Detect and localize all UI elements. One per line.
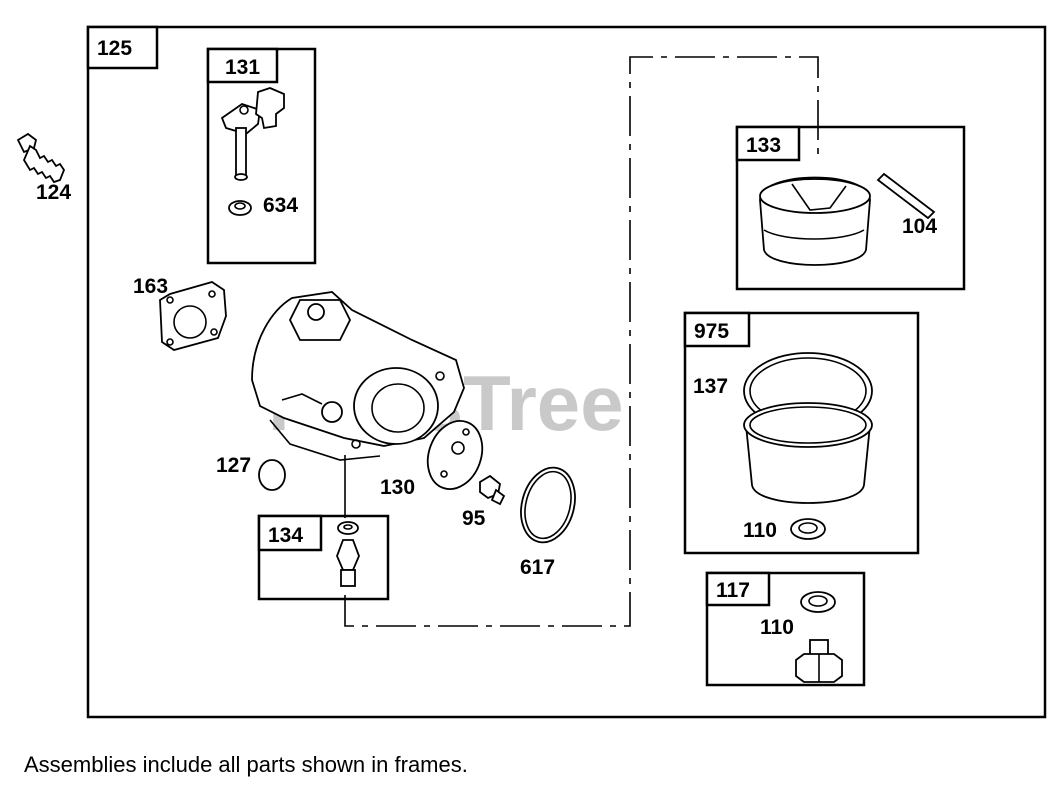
bowl-nut-part	[795, 639, 843, 683]
needle-valve-part	[336, 521, 360, 587]
assembly-frame-125[interactable]: 125	[86, 25, 1047, 719]
callout-110-b: 110	[760, 616, 794, 639]
carburetor-body[interactable]	[251, 291, 465, 461]
float-part	[220, 87, 285, 181]
part-130-plate[interactable]: 130	[380, 413, 491, 499]
frame-label-125: 125	[97, 37, 132, 60]
callout-104: 104	[902, 215, 937, 238]
footer-note: Assemblies include all parts shown in fr…	[24, 752, 468, 777]
callout-617: 617	[520, 556, 555, 579]
bowl-part	[743, 402, 873, 504]
callout-163: 163	[133, 275, 168, 298]
float-bowl-part	[759, 176, 871, 266]
callout-95: 95	[462, 507, 486, 530]
part-127-plug[interactable]: 127	[216, 454, 286, 491]
assembly-frame-117[interactable]: 117 110	[705, 571, 866, 687]
connector-lines	[344, 56, 819, 627]
assembly-frame-131[interactable]: 131 634	[206, 47, 317, 265]
callout-124: 124	[36, 181, 71, 204]
part-634-washer[interactable]	[228, 200, 252, 216]
frame-label-134: 134	[268, 524, 303, 547]
assembly-frame-133[interactable]: 133 104	[735, 125, 966, 291]
part-95-screw[interactable]: 95	[462, 474, 506, 530]
part-110-washer-b[interactable]	[800, 591, 836, 613]
callout-110-a: 110	[743, 519, 777, 542]
part-124-fitting[interactable]: 124	[16, 132, 71, 204]
part-104-pin[interactable]	[876, 172, 936, 220]
part-163-gasket[interactable]: 163	[133, 275, 227, 351]
callout-634: 634	[263, 194, 298, 217]
callout-137: 137	[693, 375, 728, 398]
assembly-frame-134[interactable]: 134	[257, 514, 390, 601]
callout-127: 127	[216, 454, 251, 477]
part-110-washer-a[interactable]	[790, 518, 826, 540]
frame-label-975: 975	[694, 320, 729, 343]
frame-label-117: 117	[716, 579, 750, 602]
callout-130: 130	[380, 476, 415, 499]
frame-label-133: 133	[746, 134, 781, 157]
part-617-o-ring[interactable]: 617	[513, 462, 583, 579]
frame-label-131: 131	[225, 56, 260, 79]
assembly-frame-975[interactable]: 975 137 110	[683, 311, 920, 555]
